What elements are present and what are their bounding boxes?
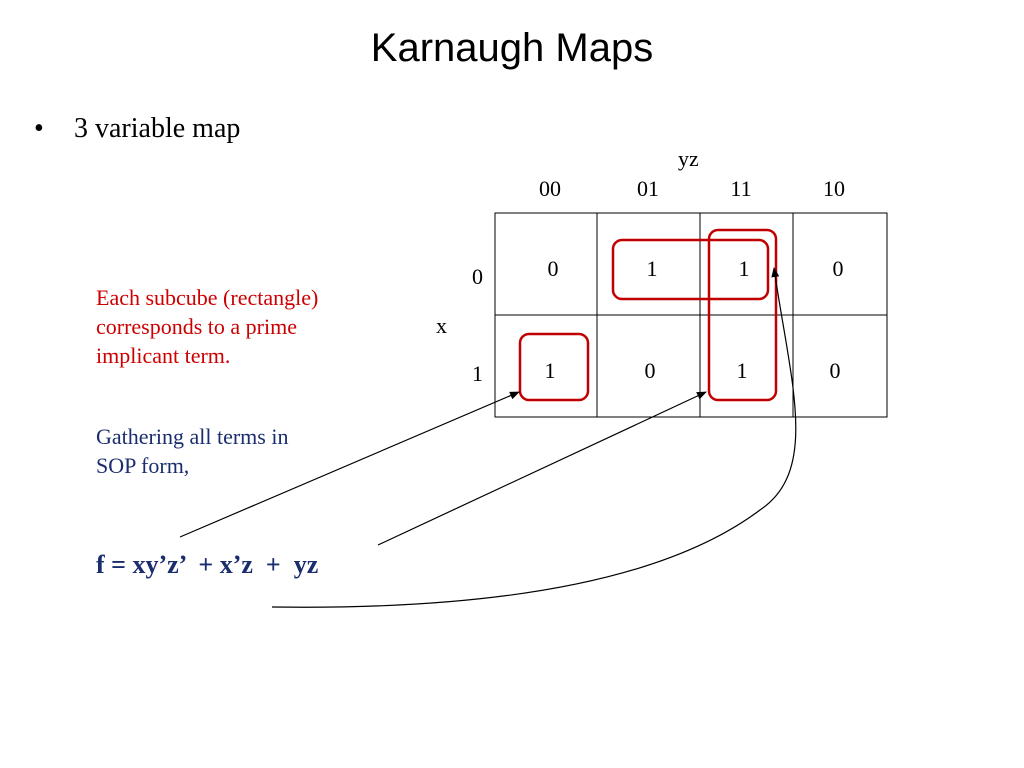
cell-0-10: 0: [832, 256, 844, 281]
cell-0-11: 1: [738, 256, 750, 281]
arrow-to-xyz-prime: [179, 391, 520, 538]
cell-1-01: 0: [644, 358, 656, 383]
arrow-to-yz: [271, 267, 797, 608]
row-variable-label: x: [436, 313, 447, 338]
arrow-to-x-prime-z: [377, 391, 707, 546]
cell-0-01: 1: [646, 256, 658, 281]
cell-1-00: 1: [544, 358, 556, 383]
row-label-1: 1: [472, 361, 483, 386]
sop-note-line: Gathering all terms in: [96, 424, 289, 449]
column-label-11: 11: [730, 176, 752, 201]
group-rect-yz: [707, 228, 778, 402]
bullet-marker: •: [34, 113, 44, 144]
cell-1-10: 0: [829, 358, 841, 383]
bullet-text: 3 variable map: [74, 113, 241, 144]
arrows: [179, 267, 797, 608]
subcube-note-line: corresponds to a prime: [96, 314, 297, 339]
subcube-note-line: Each subcube (rectangle): [96, 285, 319, 310]
group-rect-xyz-prime: [518, 332, 590, 402]
subcube-note: Each subcube (rectangle) corresponds to …: [96, 283, 406, 370]
row-label-0: 0: [472, 264, 483, 289]
column-label-00: 00: [539, 176, 561, 201]
column-variable-label: yz: [678, 146, 699, 171]
sop-note-line: SOP form,: [96, 453, 190, 478]
sop-note: Gathering all terms in SOP form,: [96, 422, 406, 480]
group-rect-x-prime-z: [611, 238, 770, 301]
slide-title: Karnaugh Maps: [370, 26, 654, 70]
column-label-01: 01: [637, 176, 659, 201]
kmap-grid: [494, 212, 888, 418]
subcube-note-line: implicant term.: [96, 343, 231, 368]
cell-1-11: 1: [736, 358, 748, 383]
column-label-10: 10: [823, 176, 845, 201]
cell-0-00: 0: [547, 256, 559, 281]
sop-formula: f = xy’z’ + x’z + yz: [96, 550, 319, 579]
